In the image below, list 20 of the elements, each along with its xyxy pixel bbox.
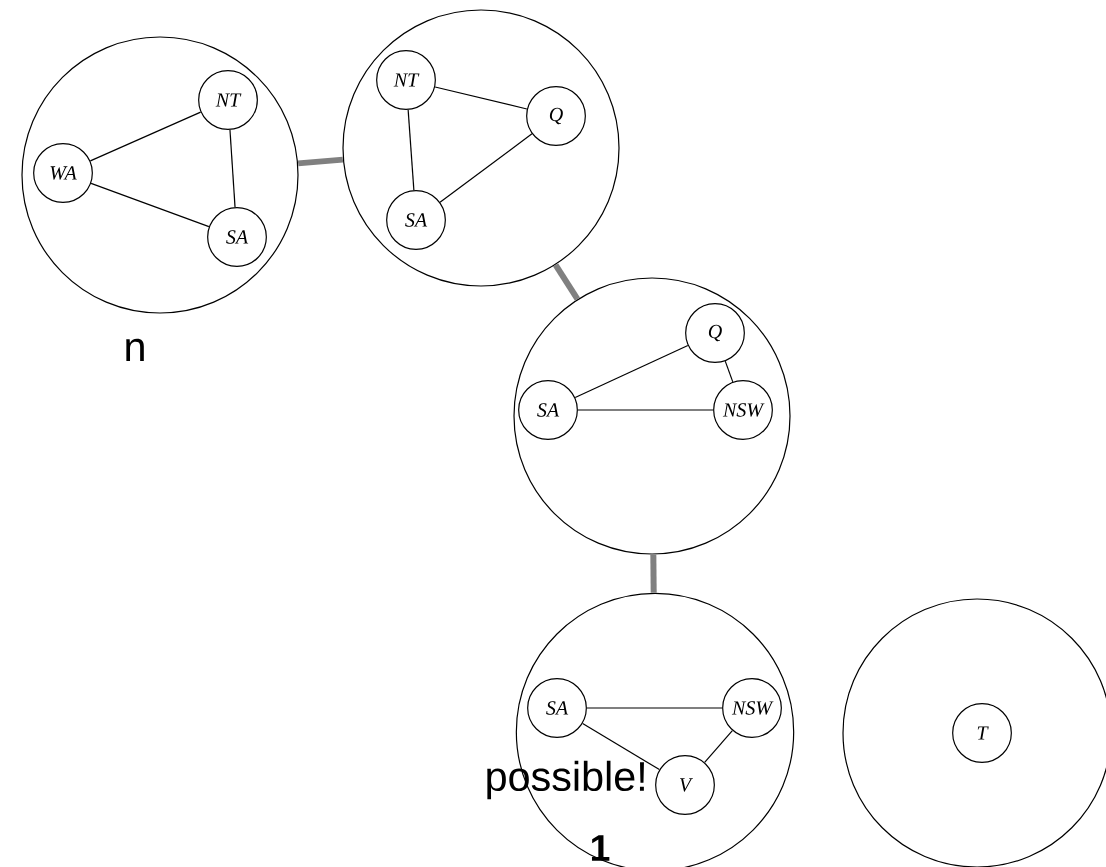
edge-line bbox=[434, 86, 528, 110]
edge-line bbox=[439, 133, 533, 203]
cluster-circle bbox=[342, 9, 620, 287]
slide-text: n bbox=[126, 338, 144, 362]
edge-line bbox=[582, 722, 660, 771]
slide-text: 1 bbox=[591, 835, 610, 861]
edge-line bbox=[577, 409, 714, 411]
edge-line bbox=[407, 109, 415, 191]
cluster-circle bbox=[513, 277, 791, 555]
edge-line bbox=[650, 554, 657, 593]
cluster-circle bbox=[21, 36, 299, 314]
edge-line bbox=[89, 111, 202, 162]
edge-line bbox=[90, 182, 210, 228]
edge-line bbox=[574, 344, 689, 399]
edge-line bbox=[724, 360, 734, 383]
edge-line bbox=[586, 707, 723, 709]
edge-line bbox=[297, 156, 344, 167]
edge-line bbox=[229, 129, 236, 208]
edge-line bbox=[553, 263, 580, 301]
edge-line bbox=[704, 730, 733, 764]
